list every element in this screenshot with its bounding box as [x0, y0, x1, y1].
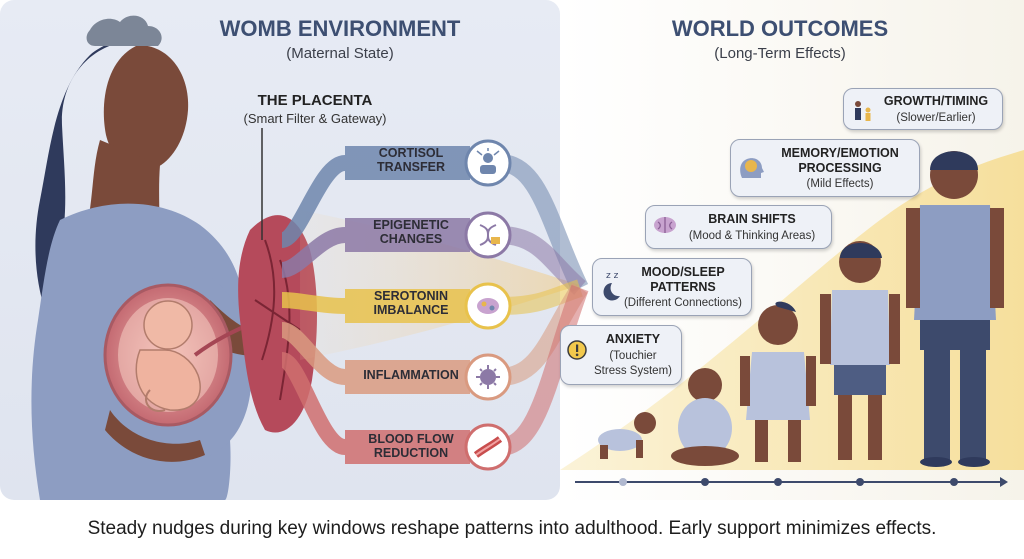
placenta-label: THE PLACENTA — [257, 92, 373, 109]
pathway-band-serotonin — [345, 289, 470, 323]
toddler-figure — [740, 301, 816, 462]
pathway-icons — [464, 139, 512, 471]
moon-sleep-icon: z z — [597, 269, 623, 308]
warning-icon — [567, 340, 587, 365]
pathway-outflow-blood-flow — [498, 284, 589, 456]
pathway-feeder-cortisol — [279, 155, 347, 248]
pathway-feeder-epigenetic — [280, 227, 346, 278]
pathway-band-blood-flow — [345, 430, 470, 464]
child-figure — [820, 241, 900, 460]
pathway-band-cortisol — [345, 146, 470, 180]
world-outcomes-subtitle: (Long-Term Effects) — [714, 45, 846, 62]
dna-tag-icon — [464, 211, 512, 259]
pathway-feeder-blood-flow — [279, 352, 348, 455]
virus-icon — [464, 353, 512, 401]
pathway-band-epigenetic — [345, 218, 470, 252]
growth-figures — [598, 151, 1004, 467]
svg-text:z z: z z — [606, 271, 619, 281]
pathway-arrows — [279, 146, 589, 464]
outcome-growth-timing: GROWTH/TIMING (Slower/Earlier) — [843, 88, 1003, 130]
bottom-caption: Steady nudges during key windows reshape… — [87, 518, 937, 539]
head-brain-icon — [737, 154, 765, 187]
timeline-axis — [575, 477, 1008, 487]
world-outcomes-title: WORLD OUTCOMES — [671, 16, 889, 41]
outcome-mood-sleep: z z MOOD/SLEEP PATTERNS (Different Conne… — [592, 258, 752, 316]
parent-child-icon — [850, 99, 874, 128]
womb-with-fetus — [103, 283, 261, 427]
crawling-baby-figure — [598, 412, 656, 459]
placenta-sublabel: (Smart Filter & Gateway) — [243, 111, 387, 126]
womb-environment-subtitle: (Maternal State) — [286, 45, 394, 62]
blood-vessel-icon — [464, 423, 512, 471]
pathway-outflow-epigenetic — [499, 226, 586, 295]
adult-figure — [906, 151, 1004, 467]
brain-neurons-icon — [464, 282, 512, 330]
pathway-feeder-serotonin — [281, 292, 346, 314]
outcome-anxiety: ANXIETY (Touchier Stress System) — [560, 325, 682, 385]
outcome-brain-shifts: BRAIN SHIFTS (Mood & Thinking Areas) — [645, 205, 832, 249]
brain-icon — [652, 214, 678, 241]
stress-person-icon — [464, 139, 512, 187]
pathway-feeder-inflammation — [280, 322, 347, 385]
sitting-baby-figure — [671, 368, 739, 466]
outcome-memory-emotion: MEMORY/EMOTION PROCESSING (Mild Effects) — [730, 139, 920, 197]
womb-environment-title: WOMB ENVIRONMENT — [219, 16, 461, 41]
pathway-band-inflammation — [345, 360, 470, 394]
pathway-label-inflammation: INFLAMMATION — [363, 368, 459, 382]
